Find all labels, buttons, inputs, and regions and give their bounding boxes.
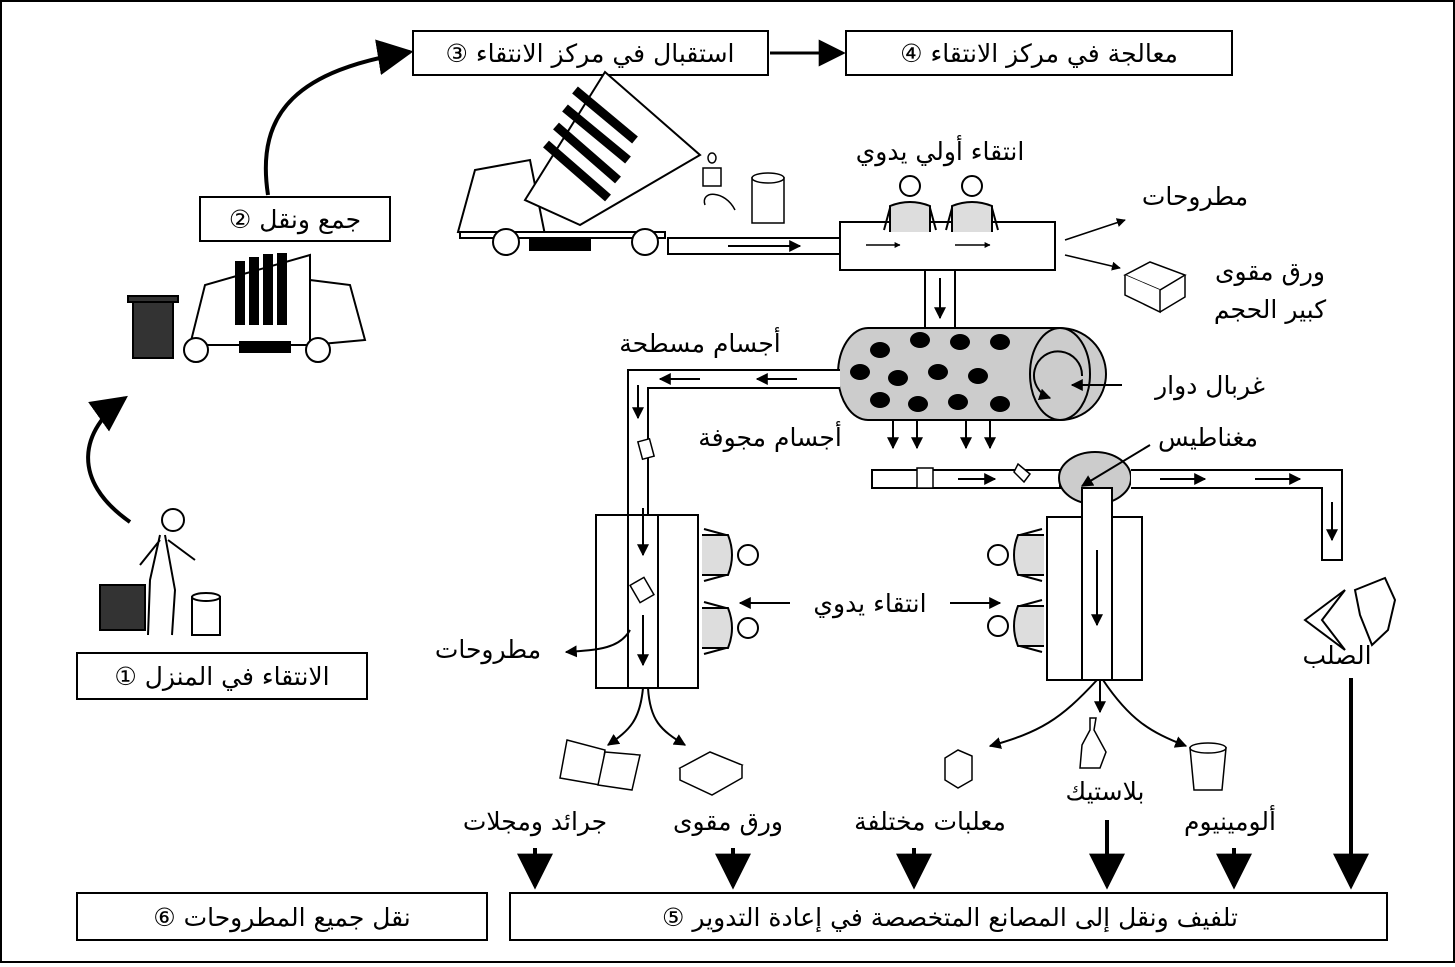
step-5-label: ⑤ تلفيف ونقل إلى المصانع المتخصصة في إعا… bbox=[662, 903, 1238, 933]
step-box-1: ① الانتقاء في المنزل bbox=[76, 652, 368, 700]
rejects-left-label: مطروحات bbox=[435, 635, 541, 665]
primary-sorting-table bbox=[839, 221, 1056, 271]
aluminium-can-icon bbox=[1189, 742, 1227, 791]
step-2-label: ② جمع ونقل bbox=[229, 205, 361, 235]
steel-label: الصلب bbox=[1302, 641, 1371, 670]
step-box-5: ⑤ تلفيف ونقل إلى المصانع المتخصصة في إعا… bbox=[509, 892, 1388, 941]
collection-truck-icon bbox=[127, 253, 367, 363]
newspaper-icon bbox=[559, 739, 641, 791]
step-6-label: ⑥ نقل جميع المطروحات bbox=[153, 903, 411, 933]
output-plastic-label: بلاستيك bbox=[1066, 777, 1145, 806]
manual-sorting-label: انتقاء يدوي bbox=[813, 589, 926, 619]
output-aluminium-label: ألومينيوم bbox=[1184, 804, 1276, 836]
dumped-waste-icons bbox=[702, 152, 785, 224]
worker-icon bbox=[701, 601, 759, 655]
step-1-label: ① الانتقاء في المنزل bbox=[114, 662, 329, 691]
cardboard-icon bbox=[678, 751, 744, 796]
plastic-bottle-icon bbox=[1079, 717, 1107, 769]
output-cans-label: معلبات مختلفة bbox=[854, 807, 1006, 836]
worker-icon bbox=[883, 175, 937, 233]
manual-primary-label: انتقاء أولي يدوي bbox=[856, 134, 1025, 167]
step-box-6: ⑥ نقل جميع المطروحات bbox=[76, 892, 488, 941]
cardboard-large-label-1: ورق مقوى bbox=[1215, 257, 1325, 287]
step-box-2: ② جمع ونقل bbox=[199, 196, 391, 242]
tipper-truck-icon bbox=[456, 70, 702, 256]
worker-icon bbox=[987, 599, 1045, 653]
step-3-label: ③ استقبال في مركز الانتقاء bbox=[445, 39, 734, 68]
hollow-objects-label: أجسام مجوفة bbox=[698, 420, 842, 452]
worker-icon bbox=[701, 528, 759, 582]
worker-icon bbox=[987, 528, 1045, 582]
steel-scrap-icon bbox=[1303, 576, 1397, 651]
rotary-sieve-icon bbox=[837, 327, 1107, 421]
arrow-2-to-3 bbox=[263, 39, 414, 196]
can-icon bbox=[944, 749, 973, 789]
flat-objects-label: أجسام مسطحة bbox=[619, 326, 781, 358]
cardboard-box-icon bbox=[1123, 261, 1187, 314]
step-4-label: ④ معالجة في مركز الانتقاء bbox=[900, 39, 1178, 68]
rotary-sieve-label: غربال دوار bbox=[1153, 371, 1265, 401]
rejects-top-label: مطروحات bbox=[1142, 182, 1248, 212]
magnet-label: مغناطيس bbox=[1158, 423, 1258, 452]
step-box-4: ④ معالجة في مركز الانتقاء bbox=[845, 30, 1233, 76]
output-cardboard-label: ورق مقوى bbox=[673, 807, 783, 837]
output-newspapers-label: جرائد ومجلات bbox=[463, 807, 607, 837]
arrow-1-to-2 bbox=[86, 395, 132, 524]
home-sorting-person-icon bbox=[99, 508, 221, 636]
step-box-3: ③ استقبال في مركز الانتقاء bbox=[412, 30, 769, 76]
cardboard-large-label-2: كبير الحجم bbox=[1214, 295, 1326, 325]
worker-icon bbox=[945, 175, 999, 233]
